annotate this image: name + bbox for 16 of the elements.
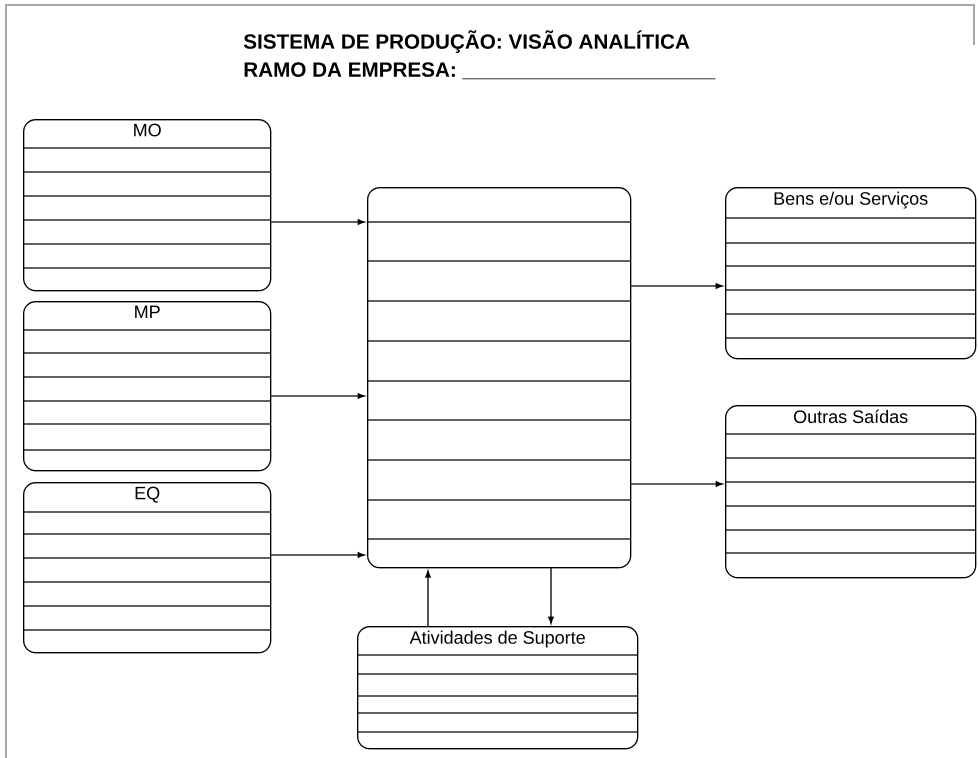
title: SISTEMA DE PRODUÇÃO: VISÃO ANALÍTICA <box>244 30 690 53</box>
fill-in-line: RAMO DA EMPRESA: ______________________ <box>244 62 716 80</box>
arrow <box>271 393 365 399</box>
form-box: Outras Saídas <box>725 405 976 578</box>
form-box: MO <box>23 119 272 292</box>
arrow <box>631 481 723 487</box>
arrow <box>548 568 554 624</box>
arrow <box>271 219 365 225</box>
form-box: MP <box>23 301 272 472</box>
form-box: Bens e/ou Serviços <box>725 187 976 360</box>
form-box: Atividades de Suporte <box>357 626 638 750</box>
form-box <box>367 187 632 568</box>
arrow <box>631 283 723 289</box>
arrow <box>425 570 431 626</box>
form-box: EQ <box>23 482 272 654</box>
arrow <box>271 552 365 558</box>
